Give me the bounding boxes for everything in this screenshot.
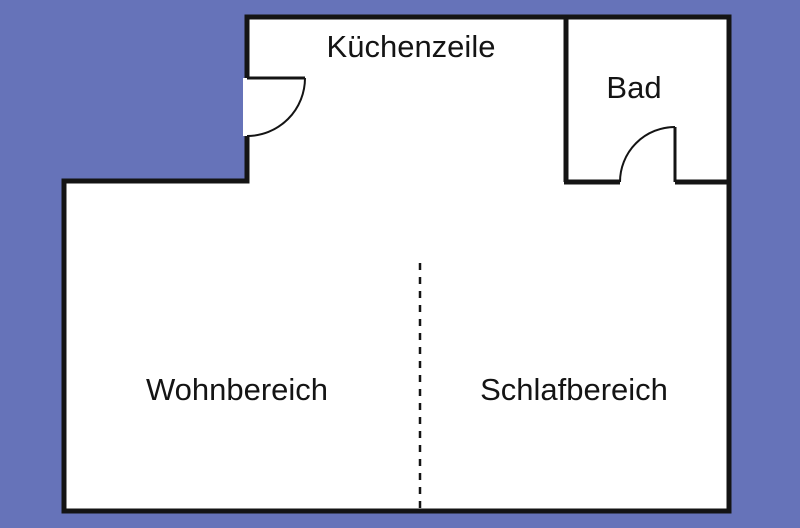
sleeping-label: Schlafbereich (480, 372, 668, 407)
living-label: Wohnbereich (146, 372, 328, 407)
apartment-outline (61, 14, 732, 514)
bath-door-swing-arc (619, 126, 676, 183)
kitchen-label: Küchenzeile (327, 29, 496, 64)
kitchen-door-opening (243, 78, 252, 136)
kitchen-door-swing-arc (246, 77, 306, 137)
bath-label: Bad (606, 70, 661, 105)
